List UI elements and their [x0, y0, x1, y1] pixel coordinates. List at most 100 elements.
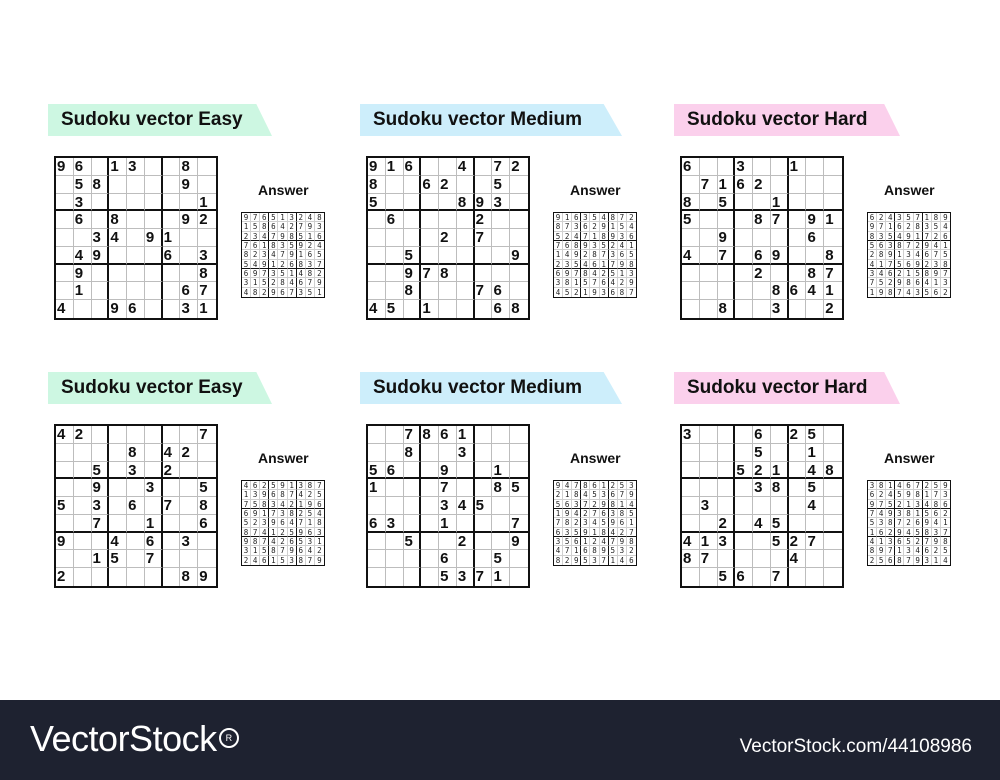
grid-cell[interactable]: [421, 568, 440, 586]
grid-cell[interactable]: 7: [439, 479, 457, 498]
grid-cell[interactable]: 8: [682, 193, 700, 212]
grid-cell[interactable]: [735, 264, 754, 283]
grid-cell[interactable]: [788, 193, 807, 212]
grid-cell[interactable]: [74, 300, 92, 318]
grid-cell[interactable]: [162, 264, 181, 283]
grid-cell[interactable]: 6: [127, 300, 145, 318]
grid-cell[interactable]: 6: [439, 550, 457, 569]
grid-cell[interactable]: [91, 443, 110, 462]
grid-cell[interactable]: 4: [56, 300, 74, 318]
grid-cell[interactable]: [421, 461, 440, 480]
grid-cell[interactable]: 8: [109, 211, 128, 230]
grid-cell[interactable]: [91, 426, 110, 444]
grid-cell[interactable]: 9: [474, 193, 493, 212]
grid-cell[interactable]: [180, 229, 199, 247]
grid-cell[interactable]: 5: [492, 175, 511, 194]
grid-cell[interactable]: [770, 443, 789, 462]
grid-cell[interactable]: 4: [368, 300, 386, 318]
grid-cell[interactable]: 5: [368, 461, 386, 480]
grid-cell[interactable]: [457, 300, 475, 318]
grid-cell[interactable]: 6: [492, 282, 511, 301]
grid-cell[interactable]: [770, 158, 789, 176]
grid-cell[interactable]: [56, 461, 74, 480]
grid-cell[interactable]: [806, 193, 825, 212]
grid-cell[interactable]: 9: [439, 461, 457, 480]
grid-cell[interactable]: [492, 264, 511, 283]
grid-cell[interactable]: 8: [403, 282, 422, 301]
grid-cell[interactable]: 6: [492, 300, 511, 318]
grid-cell[interactable]: [73, 532, 92, 551]
grid-cell[interactable]: 8: [198, 265, 216, 283]
grid-cell[interactable]: 7: [717, 246, 736, 265]
grid-cell[interactable]: [198, 158, 216, 176]
grid-cell[interactable]: [127, 514, 145, 533]
grid-cell[interactable]: [824, 497, 842, 515]
grid-cell[interactable]: [198, 533, 216, 551]
grid-cell[interactable]: [180, 514, 199, 533]
grid-cell[interactable]: 2: [753, 264, 771, 283]
grid-cell[interactable]: [717, 211, 736, 230]
grid-cell[interactable]: [699, 461, 718, 480]
grid-cell[interactable]: [699, 246, 718, 265]
grid-cell[interactable]: 2: [456, 532, 475, 551]
grid-cell[interactable]: [127, 264, 145, 283]
grid-cell[interactable]: [421, 514, 440, 533]
grid-cell[interactable]: 8: [718, 300, 736, 318]
grid-cell[interactable]: [109, 568, 128, 586]
grid-cell[interactable]: [162, 532, 181, 551]
grid-cell[interactable]: 9: [91, 246, 110, 265]
grid-cell[interactable]: [824, 533, 842, 551]
grid-cell[interactable]: [56, 229, 74, 247]
grid-cell[interactable]: [127, 479, 145, 498]
grid-cell[interactable]: 4: [806, 497, 825, 515]
grid-cell[interactable]: [735, 514, 754, 533]
grid-cell[interactable]: 8: [439, 264, 457, 283]
grid-cell[interactable]: 6: [735, 175, 754, 194]
grid-cell[interactable]: [403, 175, 422, 194]
grid-cell[interactable]: [180, 461, 199, 480]
grid-cell[interactable]: [109, 479, 128, 498]
grid-cell[interactable]: [788, 175, 807, 194]
grid-cell[interactable]: [510, 462, 528, 480]
grid-cell[interactable]: 2: [753, 461, 771, 480]
grid-cell[interactable]: 8: [180, 158, 199, 176]
grid-cell[interactable]: 8: [682, 550, 700, 569]
grid-cell[interactable]: [385, 532, 404, 551]
grid-cell[interactable]: [162, 426, 181, 444]
grid-cell[interactable]: [421, 282, 440, 301]
grid-cell[interactable]: [56, 211, 74, 230]
grid-cell[interactable]: [403, 479, 422, 498]
grid-cell[interactable]: 3: [127, 158, 145, 176]
grid-cell[interactable]: [180, 479, 199, 498]
grid-cell[interactable]: [56, 514, 74, 533]
grid-cell[interactable]: [91, 282, 110, 301]
grid-cell[interactable]: 2: [753, 175, 771, 194]
grid-cell[interactable]: [91, 264, 110, 283]
grid-cell[interactable]: [789, 300, 807, 318]
grid-cell[interactable]: 8: [806, 264, 825, 283]
grid-cell[interactable]: [770, 229, 789, 247]
grid-cell[interactable]: 3: [127, 461, 145, 480]
grid-cell[interactable]: [162, 175, 181, 194]
grid-cell[interactable]: 5: [492, 550, 511, 569]
grid-cell[interactable]: [109, 264, 128, 283]
grid-cell[interactable]: 8: [421, 426, 440, 444]
grid-cell[interactable]: 4: [162, 443, 181, 462]
grid-cell[interactable]: 5: [753, 443, 771, 462]
grid-cell[interactable]: [421, 193, 440, 212]
grid-cell[interactable]: [109, 497, 128, 515]
grid-cell[interactable]: [180, 264, 199, 283]
grid-cell[interactable]: 5: [806, 426, 825, 444]
grid-cell[interactable]: [788, 264, 807, 283]
grid-cell[interactable]: [806, 514, 825, 533]
grid-cell[interactable]: [456, 175, 475, 194]
grid-cell[interactable]: 8: [456, 193, 475, 212]
grid-cell[interactable]: [127, 193, 145, 212]
grid-cell[interactable]: [717, 426, 736, 444]
grid-cell[interactable]: [403, 514, 422, 533]
grid-cell[interactable]: 1: [824, 211, 842, 230]
grid-cell[interactable]: [439, 246, 457, 265]
grid-cell[interactable]: 4: [682, 246, 700, 265]
grid-cell[interactable]: [735, 211, 754, 230]
grid-cell[interactable]: 7: [699, 175, 718, 194]
